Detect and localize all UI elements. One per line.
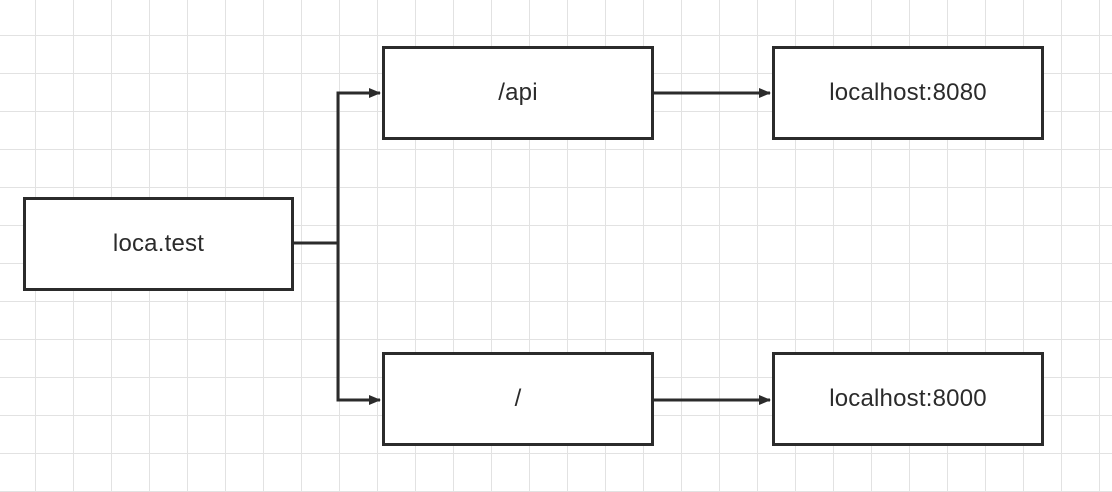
edge-root-to-slash [294, 241, 381, 405]
node-label: /api [498, 79, 538, 106]
node-label: localhost:8080 [829, 79, 987, 106]
edge-root-to-api [294, 88, 381, 245]
node-localhost-8080[interactable]: localhost:8080 [772, 46, 1044, 140]
node-label: / [514, 385, 522, 412]
node-root-path[interactable]: / [382, 352, 654, 446]
node-label: localhost:8000 [829, 385, 987, 412]
node-loca-test[interactable]: loca.test [23, 197, 294, 291]
node-label: loca.test [112, 230, 205, 257]
node-api-path[interactable]: /api [382, 46, 654, 140]
node-localhost-8000[interactable]: localhost:8000 [772, 352, 1044, 446]
